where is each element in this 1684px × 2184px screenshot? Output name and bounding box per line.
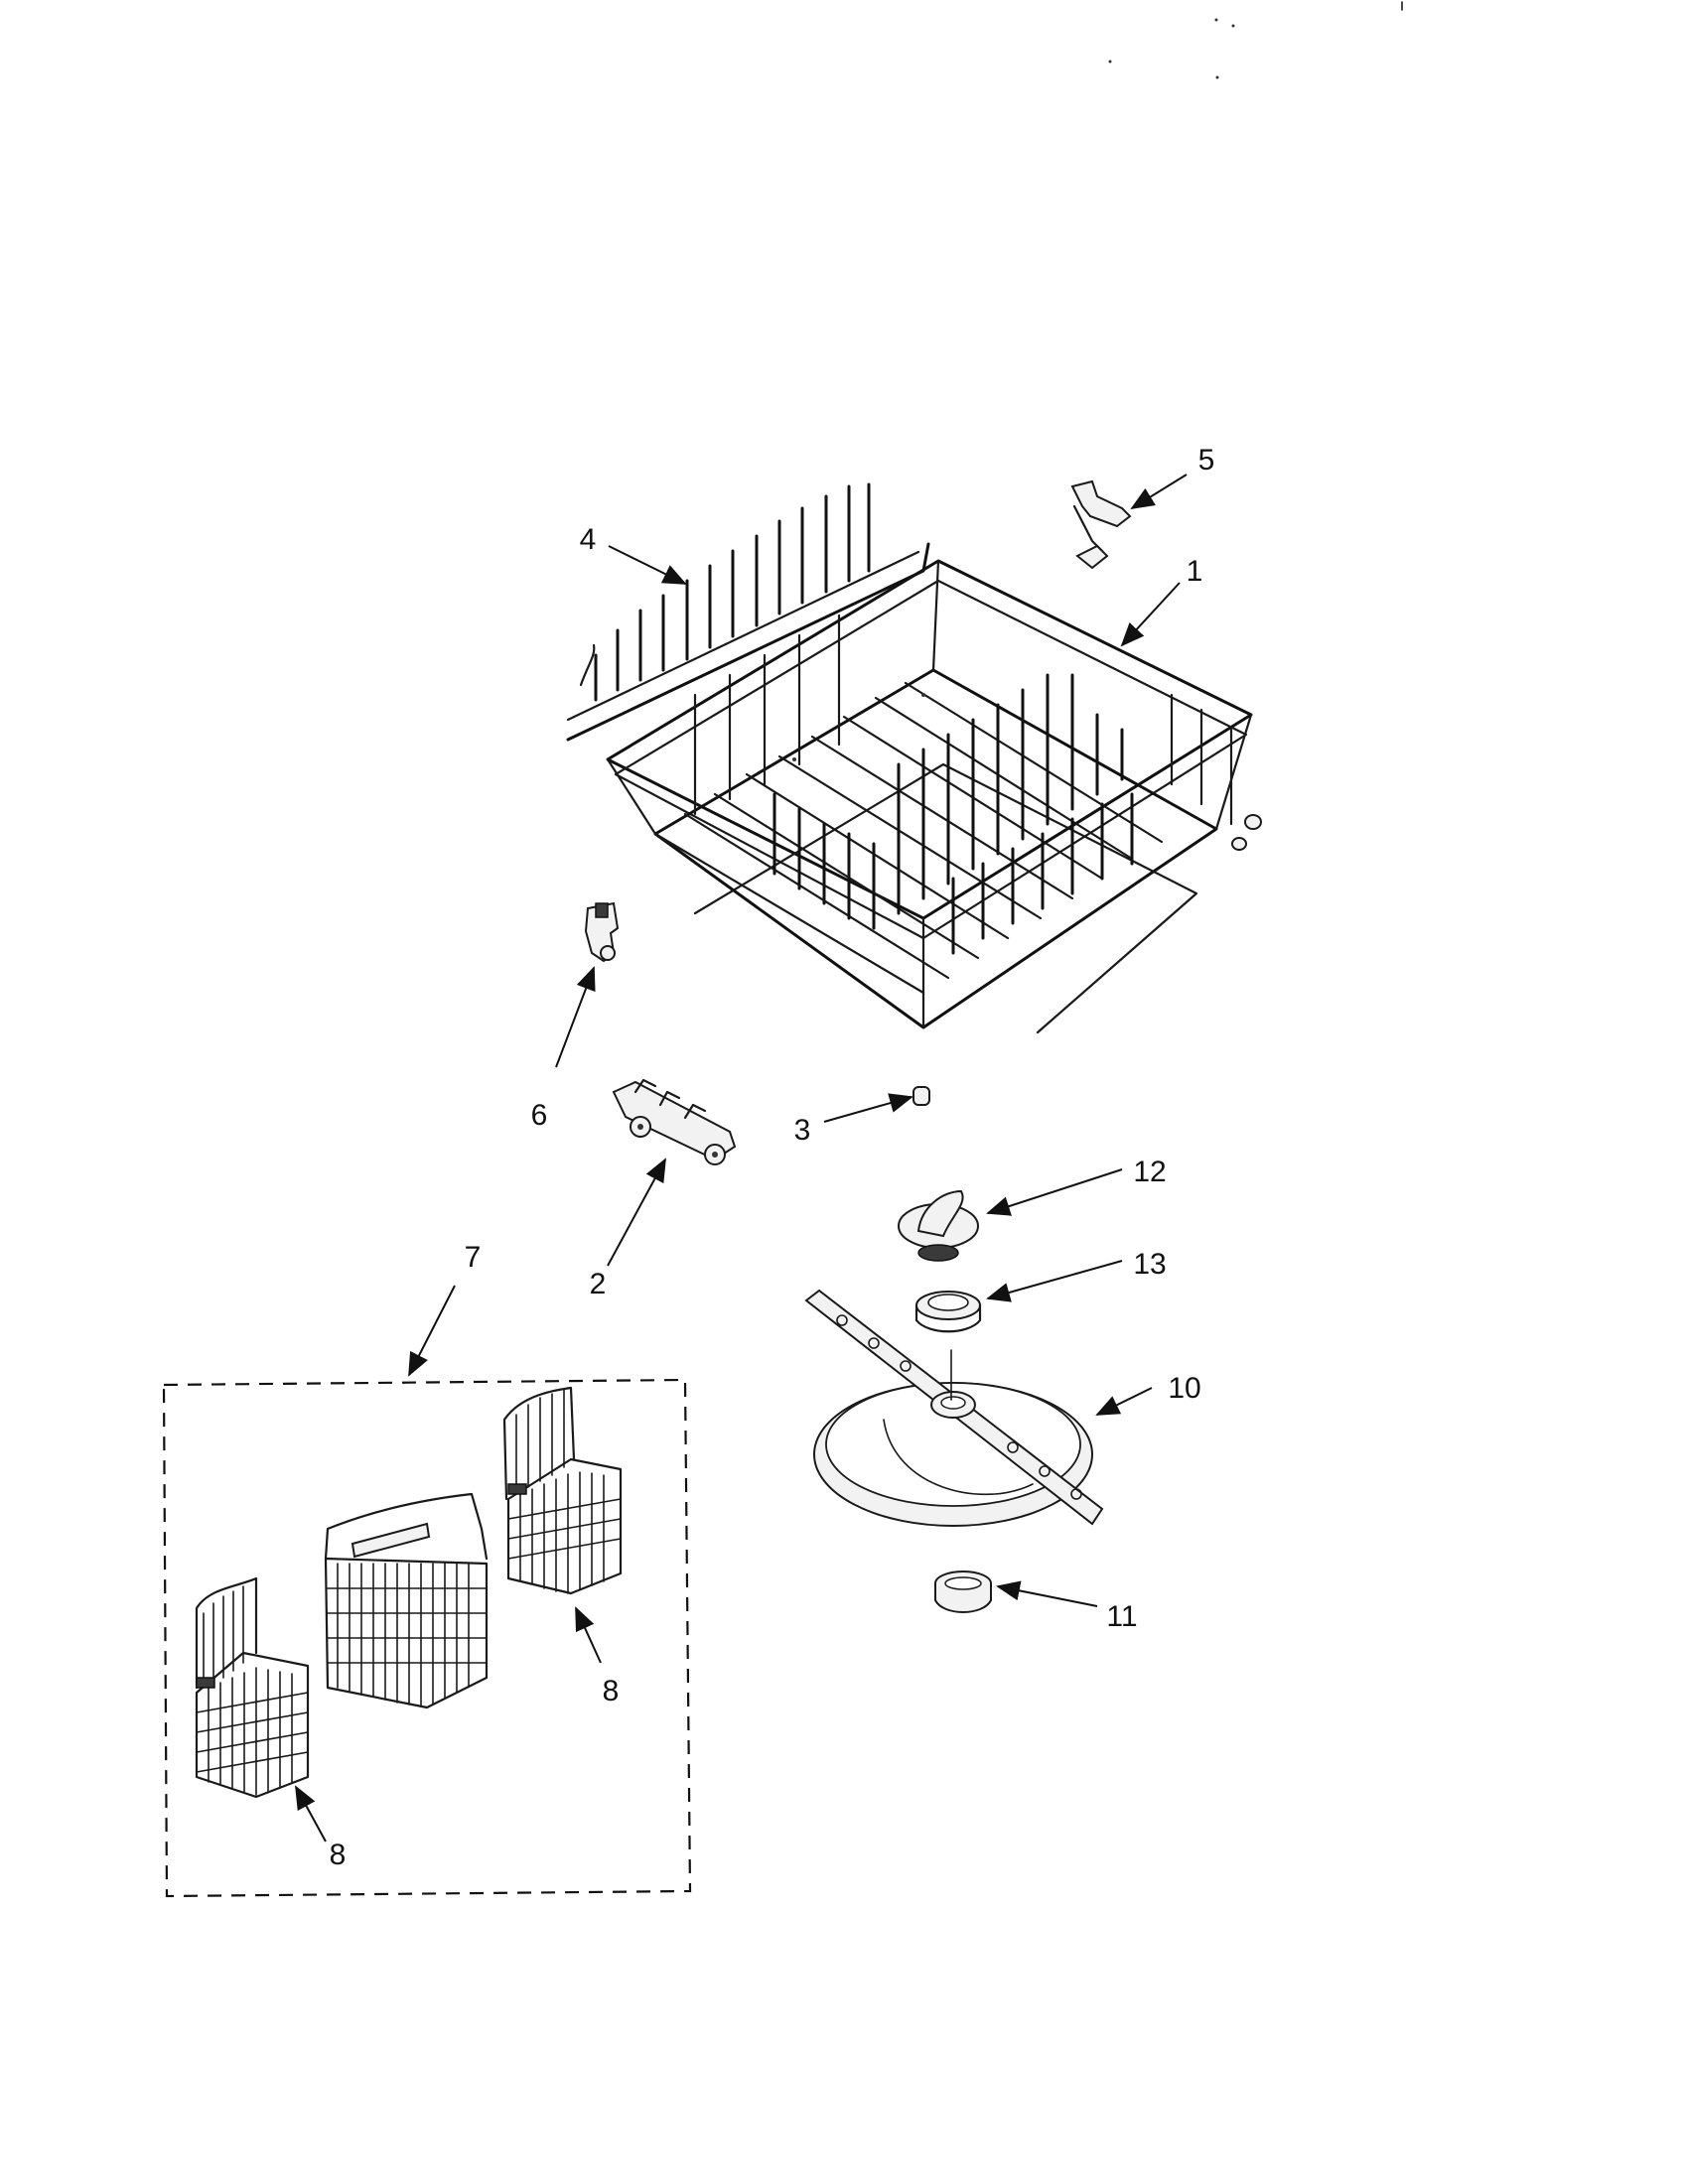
basket-left-part: [195, 1576, 310, 1799]
callout-8-right: 8: [603, 1675, 620, 1707]
leader-13: [986, 1260, 1123, 1302]
rack-clip-part: [1070, 479, 1132, 570]
callout-2: 2: [590, 1268, 607, 1300]
spray-arm-cap-part: [898, 1189, 979, 1262]
leader-3: [823, 1093, 913, 1123]
leader-1: [1120, 582, 1181, 647]
leader-2: [607, 1158, 666, 1267]
leader-6: [555, 966, 596, 1068]
callout-8-left: 8: [330, 1839, 347, 1871]
mounting-ring-part: [934, 1570, 992, 1613]
leader-lines: [295, 474, 1188, 1843]
callout-11: 11: [1106, 1600, 1137, 1633]
callout-10: 10: [1168, 1372, 1200, 1405]
basket-middle-part: [324, 1492, 489, 1709]
callout-3: 3: [794, 1114, 811, 1147]
callout-13: 13: [1133, 1248, 1166, 1281]
callout-7: 7: [465, 1241, 482, 1274]
leader-11: [996, 1580, 1098, 1607]
basket-right-part: [502, 1386, 623, 1595]
rack-roller-bracket-part: [584, 901, 620, 963]
lower-dishrack-part: [606, 559, 1262, 1034]
leader-4: [608, 545, 687, 585]
leader-8b: [295, 1785, 327, 1843]
lower-spray-arm-part: [804, 1289, 1104, 1527]
leader-8a: [575, 1606, 602, 1664]
scan-marks: [1108, 1, 1403, 79]
seal-ring-part: [914, 1291, 982, 1333]
leader-5: [1130, 474, 1188, 510]
roller-assembly-part: [612, 1078, 737, 1165]
callout-12: 12: [1133, 1156, 1166, 1188]
rack-bumper-part: [912, 1086, 930, 1106]
callout-4: 4: [580, 523, 597, 556]
leader-7: [408, 1285, 456, 1377]
leader-12: [986, 1168, 1123, 1216]
callout-5: 5: [1198, 444, 1215, 477]
callout-1: 1: [1187, 555, 1203, 588]
tine-row-part: [566, 482, 930, 742]
silverware-basket-kit: [162, 1378, 692, 1898]
callout-6: 6: [531, 1099, 548, 1132]
leader-10: [1095, 1387, 1153, 1416]
callout-labels: 1 2 3 4 5 6 7 8 8 10 11 12 13: [330, 444, 1215, 1871]
